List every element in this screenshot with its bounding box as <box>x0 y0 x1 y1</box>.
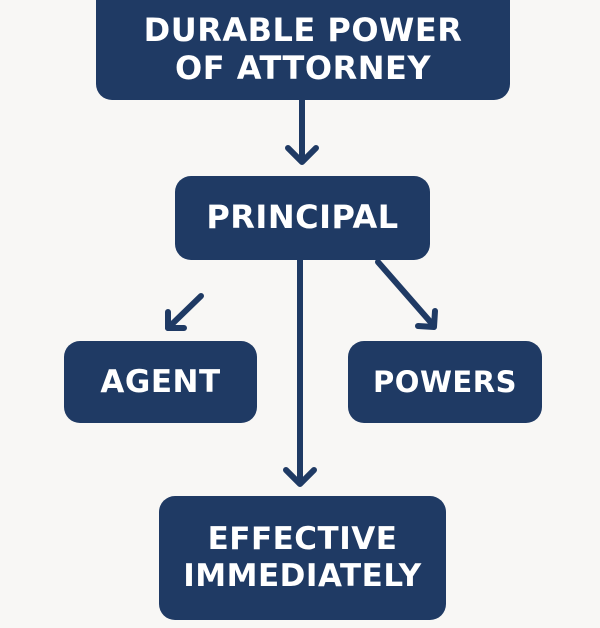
node-agent: AGENT <box>64 341 257 423</box>
node-label-agent: AGENT <box>100 363 221 400</box>
node-effective-immediately: EFFECTIVE IMMEDIATELY <box>159 496 446 620</box>
node-label-principal: PRINCIPAL <box>206 198 399 237</box>
arrow-top-to-principal <box>285 97 319 165</box>
arrow-principal-to-agent <box>165 293 204 331</box>
node-label-powers: POWERS <box>373 364 517 399</box>
arrow-principal-to-effective <box>283 257 317 487</box>
node-durable-power-of-attorney: DURABLE POWER OF ATTORNEY <box>96 0 510 100</box>
node-powers: POWERS <box>348 341 542 423</box>
node-label-durable-power-of-attorney: DURABLE POWER OF ATTORNEY <box>143 11 463 87</box>
node-label-effective-immediately: EFFECTIVE IMMEDIATELY <box>183 521 422 594</box>
arrow-principal-to-powers <box>375 259 438 330</box>
node-principal: PRINCIPAL <box>175 176 430 260</box>
